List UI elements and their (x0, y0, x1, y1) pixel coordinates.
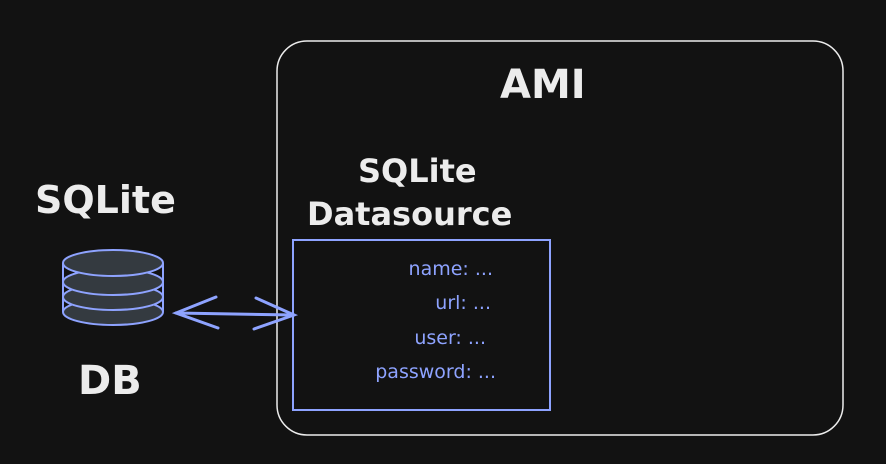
field-user: user: ... (414, 327, 486, 349)
db-label-top: SQLite (35, 178, 176, 222)
database-icon (62, 249, 164, 326)
bidirectional-arrow (171, 295, 299, 331)
field-name: name: ... (408, 258, 493, 280)
datasource-title-line1: SQLite (358, 152, 477, 190)
ami-title: AMI (500, 62, 586, 108)
ami-container (276, 40, 844, 436)
datasource-box (292, 239, 551, 411)
datasource-title-line2: Datasource (307, 195, 513, 233)
db-label-bottom: DB (78, 358, 142, 404)
field-url: url: ... (435, 292, 491, 314)
field-password: password: ... (375, 361, 496, 383)
